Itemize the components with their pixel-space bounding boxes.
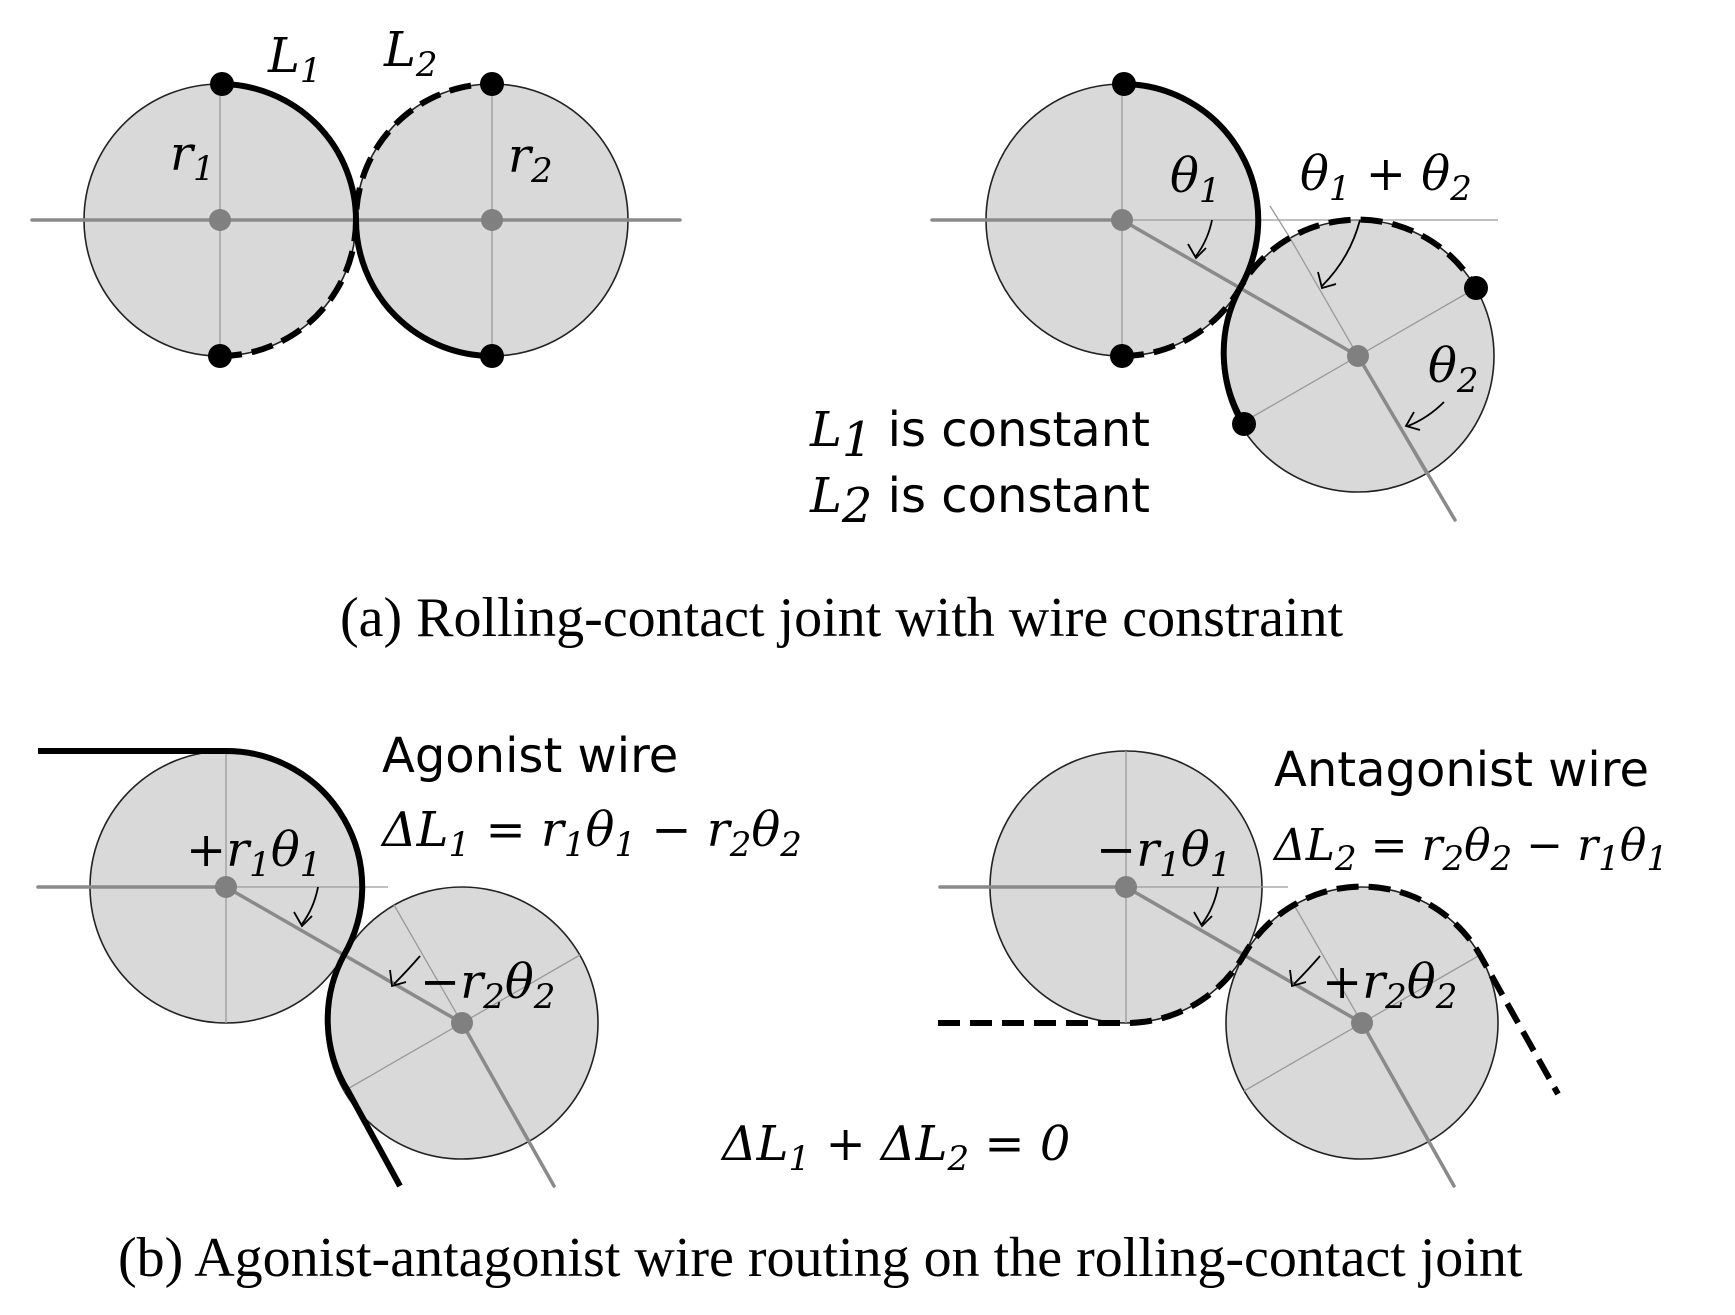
wire-end-point: [1112, 72, 1136, 96]
angle-arrow-theta2: [1407, 401, 1445, 427]
label-theta1: θ1: [1170, 148, 1221, 211]
link-2-axis: [460, 1021, 556, 1188]
angle-arrow-head: [389, 969, 407, 988]
wire-L2: [1121, 216, 1479, 360]
wire-end-point: [1232, 412, 1256, 436]
angle-arrow-theta1: [1201, 886, 1219, 925]
angle-arrow-head: [1404, 411, 1421, 431]
antagonist-wire: [938, 883, 1561, 1096]
angle-arrow-head: [1193, 911, 1213, 928]
label-r2: r2: [508, 128, 553, 191]
angle-arrow-theta1: [301, 886, 319, 925]
L1-constant-statement: L1 is constant: [809, 402, 1150, 468]
disk-1-center: [1111, 209, 1133, 231]
label-r1: r1: [170, 126, 215, 189]
disk-2-center: [1347, 345, 1369, 367]
angle-arrow-head: [1317, 271, 1337, 290]
label-plus-r2-theta2: +r2θ2: [1322, 954, 1457, 1017]
disk-2-center: [481, 209, 503, 231]
disk-1-center: [1115, 876, 1137, 898]
length-sum-equation: ΔL1 + ΔL2 = 0: [720, 1116, 1070, 1179]
angle-arrow-head: [1289, 969, 1307, 988]
wire-L2: [219, 81, 493, 359]
label-L2: L2: [383, 22, 438, 85]
wire-L1: [1123, 81, 1262, 426]
disk-2-center: [451, 1012, 473, 1034]
wire-end-point: [480, 72, 504, 96]
panel-b-antagonist-diagram: −r1θ1 +r2θ2 Antagonist wire ΔL2 = r2θ2 −…: [938, 742, 1668, 1188]
agonist-wire-title: Agonist wire: [382, 728, 678, 784]
label-minus-r1-theta1: −r1θ1: [1096, 822, 1231, 885]
antagonist-length-equation: ΔL2 = r2θ2 − r1θ1: [1272, 820, 1668, 879]
panel-a-right-diagram: θ1 θ1 + θ2 θ2 L1 is constant L2 is const…: [809, 72, 1498, 534]
wire-end-point: [210, 72, 234, 96]
wire-end-point: [480, 344, 504, 368]
wire-end-point: [1464, 276, 1488, 300]
antagonist-wire-title: Antagonist wire: [1274, 742, 1649, 798]
label-L1: L1: [267, 28, 322, 91]
agonist-wire: [38, 747, 403, 1188]
disk-2-perpendicular-guide: [1269, 205, 1291, 239]
angle-arrow-head: [1187, 243, 1207, 260]
link-2-axis: [1356, 354, 1457, 522]
disk-1-center: [215, 876, 237, 898]
wire-end-point: [1110, 344, 1134, 368]
panel-a-left-diagram: L1 L2 r1 r2: [30, 22, 682, 368]
link-2-axis: [1360, 1021, 1456, 1188]
disk-2-center: [1351, 1012, 1373, 1034]
label-theta1-plus-theta2: θ1 + θ2: [1300, 146, 1472, 209]
label-theta2: θ2: [1428, 338, 1479, 401]
angle-arrow-theta1: [1195, 219, 1213, 257]
wire-end-point: [208, 344, 232, 368]
angle-arrow-theta2: [1293, 955, 1321, 985]
disk-1-center: [209, 209, 231, 231]
label-plus-r1-theta1: +r1θ1: [186, 822, 321, 885]
angle-arrow-head: [293, 911, 313, 928]
caption-a: (a) Rolling-contact joint with wire cons…: [340, 587, 1344, 649]
angle-arrow-theta1-plus-theta2: [1321, 219, 1361, 287]
L2-constant-statement: L2 is constant: [809, 468, 1150, 534]
angle-arrow-theta2: [393, 955, 421, 985]
label-minus-r2-theta2: −r2θ2: [420, 954, 555, 1017]
caption-b: (b) Agonist-antagonist wire routing on t…: [118, 1227, 1523, 1289]
panel-b-agonist-diagram: +r1θ1 −r2θ2 Agonist wire ΔL1 = r1θ1 − r2…: [36, 728, 802, 1188]
agonist-length-equation: ΔL1 = r1θ1 − r2θ2: [380, 802, 802, 865]
